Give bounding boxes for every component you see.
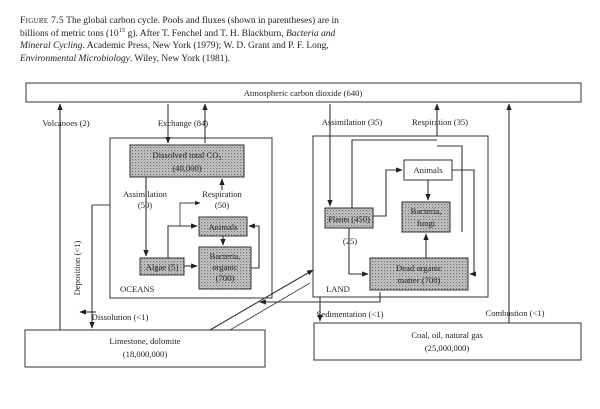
limestone-label: Limestone, dolomite (109, 336, 180, 346)
sedimentation-label: Sedimentation (<1) (317, 309, 384, 319)
caption-line-2a: in billions of metric tons (10 (20, 16, 339, 39)
dissolution-line-2 (229, 282, 311, 331)
ocean-respiration-branch (179, 200, 201, 226)
oceans-label: OCEANS (120, 284, 155, 294)
coal-label: Coal, oil, natural gas (411, 330, 483, 340)
dead-organic-matter-box (369, 257, 469, 291)
dissolved-co2-label: Dissolved total CO2 (153, 150, 222, 162)
land-assimilation-label: Assimilation (35) (322, 117, 383, 127)
caption-line-1: The global carbon cycle. Pools and fluxe… (66, 16, 330, 26)
land-label: LAND (326, 284, 350, 294)
caption-line-4b: . Wiley, New York (1981). (129, 53, 230, 64)
plants-flux-value: (25) (343, 236, 357, 246)
ocean-bacteria-label-2: organic (212, 262, 238, 272)
caption-line-2b: g). After T. Fenchel and T. H. Blackburn… (125, 28, 286, 39)
land-ocean-link (259, 292, 381, 305)
coal-box (313, 322, 582, 361)
ocean-respiration-value: (50) (215, 200, 229, 210)
limestone-value: (18,000,000) (123, 349, 168, 359)
atmosphere-box (25, 82, 582, 103)
ocean-assimilation-label: Assimilation (123, 189, 168, 199)
ocean-bacteria-loop (248, 223, 260, 269)
figure-caption: Figure 7.5 The global carbon cycle. Pool… (20, 15, 350, 65)
atmosphere-label: Atmospheric carbon dioxide (640) (244, 88, 363, 98)
exchange-label: Exchange (84) (158, 118, 208, 128)
caption-book-title-2: and Mineral Cycling (20, 28, 336, 52)
ocean-assimilation-value: (50) (138, 200, 152, 210)
volcanoes-label: Volcanoes (2) (42, 118, 89, 128)
ocean-bacteria-value: (700) (216, 273, 235, 283)
plants-to-animals-arrow (373, 167, 403, 217)
dead-organic-label-2: matter (700) (398, 275, 441, 285)
algae-to-animals-arrow (167, 223, 198, 258)
ocean-bacteria-label-1: Bacteria, (210, 251, 241, 261)
ocean-animals-label: Animals (208, 222, 238, 232)
land-animals-label: Animals (413, 165, 443, 175)
land-animals-to-dead-arrow (452, 169, 476, 277)
limestone-box (24, 329, 266, 368)
dissolved-co2-box (129, 144, 245, 178)
land-respiration-label: Respiration (35) (412, 117, 468, 127)
land-bacteria-box (401, 201, 451, 233)
dissolution-arrow (209, 269, 314, 331)
caption-book-title-3: Environmental Microbiology (20, 53, 130, 64)
plants-to-dead-arrow (348, 228, 369, 277)
ocean-respiration-label: Respiration (202, 189, 242, 199)
land-respiration-branch (437, 145, 463, 232)
land-bacteria-label-1: Bacteria, (411, 206, 442, 216)
dissolved-co2-value: (40,000) (172, 163, 201, 173)
plants-label: Plants (450) (328, 214, 370, 224)
algae-label: Algae (5) (146, 262, 179, 272)
plants-respiration-line (351, 139, 437, 208)
deposition-label: Deposition (<1) (72, 240, 82, 295)
caption-exponent: 15 (118, 26, 126, 34)
combustion-label: Combustion (<1) (485, 308, 544, 318)
ocean-bacteria-box (198, 246, 252, 290)
coal-value: (25,000,000) (425, 343, 470, 353)
dead-organic-label-1: Dead organic (396, 263, 442, 273)
land-bacteria-label-2: fungi (417, 218, 436, 228)
figure-number: Figure 7.5 (20, 16, 64, 26)
caption-book-title-1: Bacteria (285, 28, 319, 39)
dissolution-label: Dissolution (<1) (92, 312, 149, 322)
caption-line-4a: Long, (306, 41, 329, 52)
caption-line-3: . Academic Press, New York (1979); W. D.… (82, 41, 304, 52)
